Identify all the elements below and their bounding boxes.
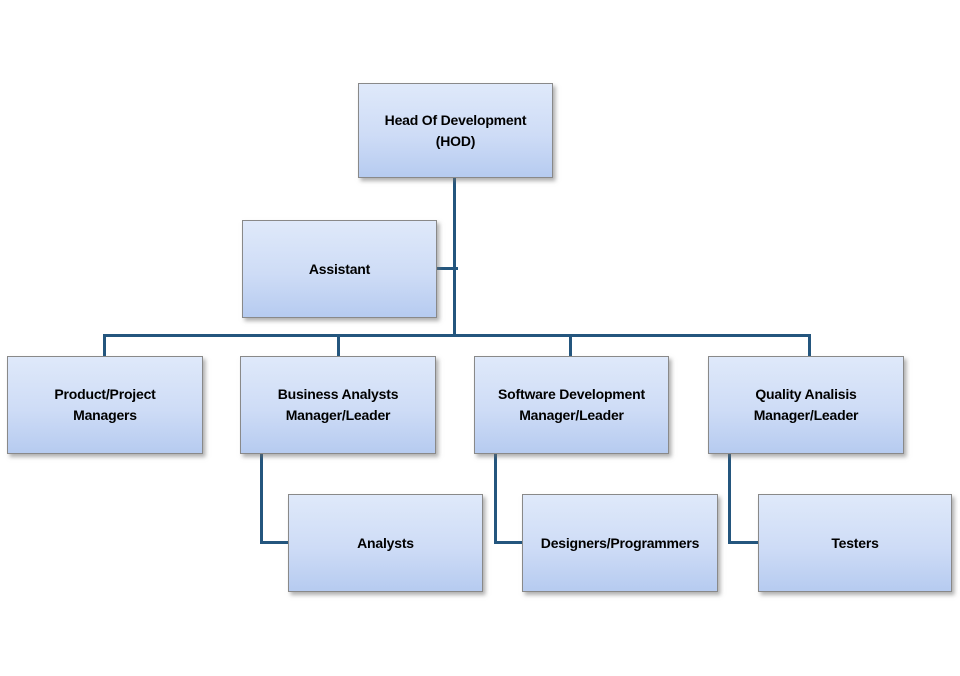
- node-testers: Testers: [758, 494, 952, 592]
- node-designers-programmers: Designers/Programmers: [522, 494, 718, 592]
- node-software-development-manager: Software Development Manager/Leader: [474, 356, 669, 454]
- node-quality-analisis-manager: Quality Analisis Manager/Leader: [708, 356, 904, 454]
- connector-bus-software-drop: [569, 334, 572, 357]
- connector-quality-testers-v: [728, 453, 731, 544]
- connector-bus-business-drop: [337, 334, 340, 357]
- connector-business-analysts-h: [260, 541, 289, 544]
- node-label: Assistant: [308, 260, 371, 277]
- node-label: Quality Analisis Manager/Leader: [753, 386, 859, 423]
- node-business-analysts-manager: Business Analysts Manager/Leader: [240, 356, 436, 454]
- node-label: Business Analysts Manager/Leader: [277, 386, 399, 423]
- connector-bus-quality-drop: [808, 334, 811, 357]
- connector-software-designers-v: [494, 453, 497, 544]
- node-label: Analysts: [357, 534, 414, 551]
- connector-horizontal-bus: [103, 334, 811, 337]
- connector-business-analysts-v: [260, 453, 263, 544]
- connector-quality-testers-h: [728, 541, 759, 544]
- connector-hod-trunk: [453, 178, 456, 337]
- node-label: Testers: [831, 534, 879, 551]
- node-product-project-managers: Product/Project Managers: [7, 356, 203, 454]
- connector-bus-product-drop: [103, 334, 106, 357]
- node-head-of-development: Head Of Development (HOD): [358, 83, 553, 178]
- node-label: Software Development Manager/Leader: [498, 386, 645, 423]
- node-assistant: Assistant: [242, 220, 437, 318]
- node-label: Product/Project Managers: [54, 386, 156, 423]
- connector-hod-assistant: [437, 267, 458, 270]
- connector-software-designers-h: [494, 541, 523, 544]
- node-label: Designers/Programmers: [540, 534, 700, 551]
- node-analysts: Analysts: [288, 494, 483, 592]
- node-label: Head Of Development (HOD): [384, 111, 527, 149]
